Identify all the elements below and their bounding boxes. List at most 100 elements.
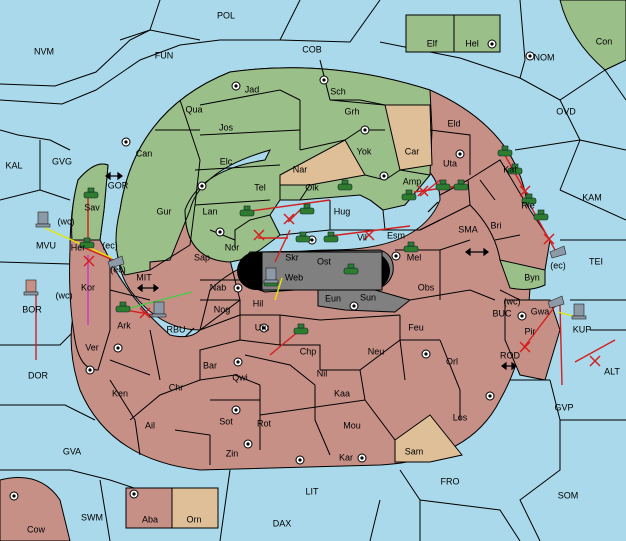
supply-center-icon bbox=[215, 227, 225, 237]
label-Kaa: Kaa bbox=[334, 388, 350, 398]
label-TEI: TEI bbox=[589, 256, 603, 266]
fleet-icon bbox=[107, 255, 125, 269]
label-KUP: KUP bbox=[573, 324, 592, 334]
supply-center-icon bbox=[121, 137, 131, 147]
army-icon bbox=[403, 241, 419, 253]
bounce-icon bbox=[363, 229, 375, 241]
label-Kar: Kar bbox=[339, 452, 353, 462]
army-icon bbox=[323, 231, 339, 243]
label-BUC: BUC bbox=[492, 308, 512, 318]
label-Ken: Ken bbox=[112, 388, 128, 398]
label-Elf: Elf bbox=[427, 38, 438, 48]
label-Amp: Amp bbox=[403, 176, 422, 186]
army-icon bbox=[497, 145, 513, 157]
label-Obs: Obs bbox=[418, 282, 435, 292]
nar-territory[interactable] bbox=[279, 139, 366, 186]
label-Hel: Hel bbox=[465, 38, 479, 48]
label-Car: Car bbox=[405, 146, 420, 156]
army-icon bbox=[83, 187, 99, 199]
label-Olk: Olk bbox=[305, 182, 319, 192]
label-wc-mvu: (wc) bbox=[58, 216, 75, 226]
fleet-icon bbox=[547, 295, 565, 309]
label-Can: Can bbox=[136, 148, 153, 158]
label-Uru: Uru bbox=[255, 322, 270, 332]
territory-labels: POL NVM FUN COB NOM Con Elf Hel KAL GVG … bbox=[5, 10, 620, 534]
support-arrow bbox=[274, 277, 283, 301]
army-icon bbox=[401, 189, 417, 201]
label-Nog: Nog bbox=[214, 304, 231, 314]
label-SMA: SMA bbox=[458, 224, 478, 234]
central-grey-core bbox=[261, 251, 383, 291]
bounce-icon bbox=[283, 213, 295, 225]
army-icon bbox=[533, 209, 549, 221]
label-Sch: Sch bbox=[330, 86, 346, 96]
bounce-icon bbox=[417, 185, 429, 197]
label-Feu: Feu bbox=[408, 322, 424, 332]
supply-center-icon bbox=[319, 75, 329, 85]
label-Hil: Hil bbox=[253, 298, 264, 308]
label-Mel: Mel bbox=[407, 252, 422, 262]
move-arrow bbox=[574, 339, 616, 363]
fleet-icon bbox=[263, 267, 279, 284]
label-Esm: Esm bbox=[387, 230, 405, 240]
label-Orn: Orn bbox=[186, 514, 201, 524]
label-Hug: Hug bbox=[334, 206, 351, 216]
label-GVG: GVG bbox=[52, 156, 72, 166]
army-icon bbox=[507, 163, 523, 175]
army-icon bbox=[453, 179, 469, 191]
car-territory[interactable] bbox=[384, 104, 433, 171]
label-SOM: SOM bbox=[558, 490, 579, 500]
supply-center-icon bbox=[9, 491, 19, 501]
label-Kat: Kat bbox=[503, 164, 517, 174]
label-Web: Web bbox=[285, 272, 303, 282]
label-Tel: Tel bbox=[254, 182, 266, 192]
supply-center-icon bbox=[231, 81, 241, 91]
label-Byn: Byn bbox=[524, 272, 540, 282]
bounce-icon bbox=[139, 307, 151, 319]
bounce-icon bbox=[519, 341, 531, 353]
continent-north bbox=[115, 67, 433, 276]
label-Grh: Grh bbox=[344, 106, 359, 116]
army-icon bbox=[521, 193, 537, 205]
label-Sam: Sam bbox=[405, 446, 424, 456]
label-Jos: Jos bbox=[219, 122, 234, 132]
fleet-icon bbox=[571, 303, 587, 320]
army-icon bbox=[337, 179, 353, 191]
label-Zin: Zin bbox=[226, 448, 239, 458]
label-Jad: Jad bbox=[245, 84, 260, 94]
army-icon bbox=[299, 203, 315, 215]
sav-territory[interactable] bbox=[71, 163, 109, 241]
label-Lan: Lan bbox=[202, 206, 217, 216]
label-Gwa: Gwa bbox=[531, 306, 550, 316]
label-ec-her: (ec) bbox=[102, 240, 118, 250]
elf-territory[interactable] bbox=[405, 14, 455, 53]
label-FRO: FRO bbox=[441, 476, 460, 486]
label-Ost: Ost bbox=[317, 256, 332, 266]
army-icon bbox=[343, 263, 359, 275]
label-GVA: GVA bbox=[63, 446, 81, 456]
supply-center-icon bbox=[129, 489, 139, 499]
label-wc-kor: (wc) bbox=[56, 290, 73, 300]
sam-territory[interactable] bbox=[394, 414, 463, 463]
orn-territory[interactable] bbox=[171, 487, 219, 529]
gwa-pir-territory[interactable] bbox=[504, 299, 561, 381]
label-KAL: KAL bbox=[5, 160, 22, 170]
supply-centers bbox=[9, 39, 535, 501]
byn-territory[interactable] bbox=[499, 259, 546, 290]
supply-center-icon bbox=[243, 439, 253, 449]
label-Sap: Sap bbox=[194, 252, 210, 262]
label-OVD: OVD bbox=[556, 106, 576, 116]
label-Aba: Aba bbox=[142, 514, 158, 524]
move-arrow bbox=[419, 179, 441, 197]
label-Vil: Vil bbox=[357, 232, 367, 242]
con-territory[interactable] bbox=[559, 0, 626, 71]
move-arrow bbox=[274, 229, 291, 263]
supply-center-icon bbox=[349, 301, 359, 311]
hel-territory[interactable] bbox=[453, 14, 501, 53]
label-Mou: Mou bbox=[343, 420, 361, 430]
bounce-markers bbox=[83, 185, 601, 367]
label-Los: Los bbox=[453, 412, 468, 422]
bounce-icon bbox=[589, 355, 601, 367]
label-GVP: GVP bbox=[554, 402, 573, 412]
